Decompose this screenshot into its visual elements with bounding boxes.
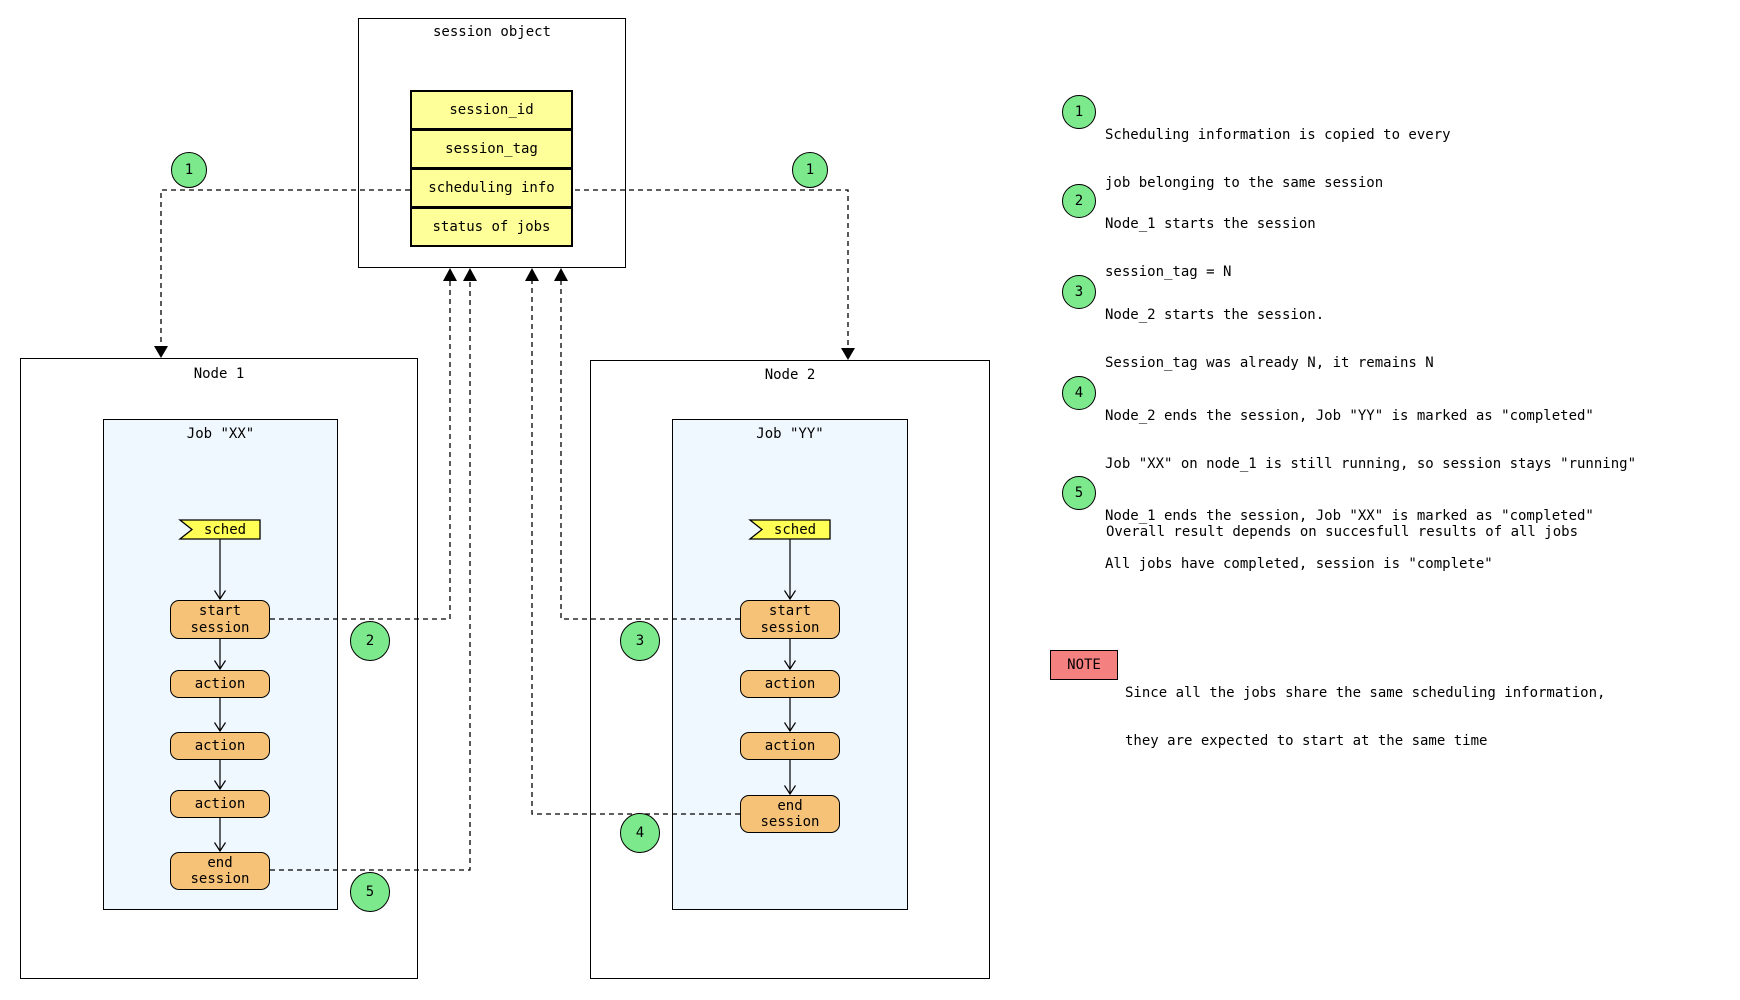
step-yy-start-session: start session (740, 600, 840, 639)
annotation-2-line-1: Node_1 starts the session (1105, 216, 1316, 232)
annotation-circle-2: 2 (1062, 184, 1096, 218)
marker-5: 5 (350, 872, 390, 912)
annotation-5-line-2: All jobs have completed, session is "com… (1105, 556, 1493, 572)
annotation-3-line-2: Session_tag was already N, it remains N (1105, 355, 1434, 371)
session-field-session-id: session_id (410, 90, 573, 130)
session-field-status-of-jobs: status of jobs (410, 207, 573, 247)
note-text: Since all the jobs share the same schedu… (1125, 653, 1605, 781)
flow-arrow-yy-2 (783, 639, 797, 671)
annotation-text-1: Scheduling information is copied to ever… (1105, 95, 1451, 223)
annotation-2-line-2: session_tag = N (1105, 264, 1232, 280)
annotation-circle-3: 3 (1062, 275, 1096, 309)
step-xx-action-1: action (170, 670, 270, 698)
flow-arrow-xx-1 (213, 539, 227, 601)
step-yy-action-1: action (740, 670, 840, 698)
job-yy-title: Job "YY" (756, 426, 824, 442)
flow-arrow-yy-4 (783, 760, 797, 796)
note-line-1: Since all the jobs share the same schedu… (1125, 685, 1606, 701)
arrowhead-up-4 (554, 268, 568, 281)
sched-banner-yy-label: sched (773, 521, 817, 538)
annotation-circle-5: 5 (1062, 476, 1096, 510)
job-xx-title: Job "XX" (186, 426, 255, 442)
dashed-startxx-to-session (270, 278, 451, 620)
overall-result-note: Overall result depends on succesfull res… (1106, 524, 1579, 540)
arrowhead-up-1 (443, 268, 457, 281)
dashed-copy-to-node2 (575, 189, 849, 354)
sched-banner-xx-label: sched (203, 521, 247, 538)
annotation-text-2: Node_1 starts the session session_tag = … (1105, 184, 1316, 312)
arrowhead-node1 (154, 346, 168, 358)
annotation-5-line-1: Node_1 ends the session, Job "XX" is mar… (1105, 508, 1594, 524)
marker-4: 4 (620, 813, 660, 853)
flow-arrow-xx-3 (213, 698, 227, 733)
node2-title: Node 2 (764, 367, 816, 383)
flow-arrow-xx-2 (213, 639, 227, 671)
annotation-circle-1: 1 (1062, 95, 1096, 129)
marker-2: 2 (350, 621, 390, 661)
step-xx-action-2: action (170, 732, 270, 760)
flow-arrow-yy-3 (783, 698, 797, 733)
dashed-copy-to-node1 (160, 189, 410, 352)
arrowhead-up-2 (463, 268, 477, 281)
step-yy-action-2: action (740, 732, 840, 760)
session-object-title: session object (432, 24, 551, 40)
sched-banner-yy-shape (748, 519, 831, 540)
node1-title: Node 1 (193, 366, 245, 382)
step-xx-action-3: action (170, 790, 270, 818)
annotation-circle-4: 4 (1062, 376, 1096, 410)
marker-3: 3 (620, 621, 660, 661)
annotation-4-line-2: Job "XX" on node_1 is still running, so … (1105, 456, 1637, 472)
flow-arrow-xx-5 (213, 818, 227, 853)
arrowhead-node2 (841, 348, 855, 360)
annotation-1-line-1: Scheduling information is copied to ever… (1105, 127, 1451, 143)
flow-arrow-xx-4 (213, 760, 227, 791)
annotation-text-4: Node_2 ends the session, Job "YY" is mar… (1105, 376, 1636, 504)
annotation-text-5: Node_1 ends the session, Job "XX" is mar… (1105, 476, 1594, 604)
marker-1-right: 1 (792, 152, 828, 188)
step-yy-end-session: end session (740, 795, 840, 833)
dashed-endyy-to-session (531, 278, 740, 815)
annotation-4-line-1: Node_2 ends the session, Job "YY" is mar… (1105, 408, 1594, 424)
flow-arrow-yy-1 (783, 539, 797, 601)
step-xx-start-session: start session (170, 600, 270, 639)
marker-1-left: 1 (171, 152, 207, 188)
annotation-1-line-2: job belonging to the same session (1105, 175, 1384, 191)
annotation-3-line-1: Node_2 starts the session. (1105, 307, 1325, 323)
arrowhead-up-3 (525, 268, 539, 281)
note-line-2: they are expected to start at the same t… (1125, 733, 1488, 749)
sched-banner-xx-shape (178, 519, 261, 540)
step-xx-end-session: end session (170, 852, 270, 890)
dashed-startyy-to-session (560, 278, 740, 620)
note-badge: NOTE (1050, 650, 1118, 680)
dashed-endxx-to-session (270, 278, 471, 871)
annotation-text-3: Node_2 starts the session. Session_tag w… (1105, 275, 1434, 403)
session-field-session-tag: session_tag (410, 129, 573, 169)
